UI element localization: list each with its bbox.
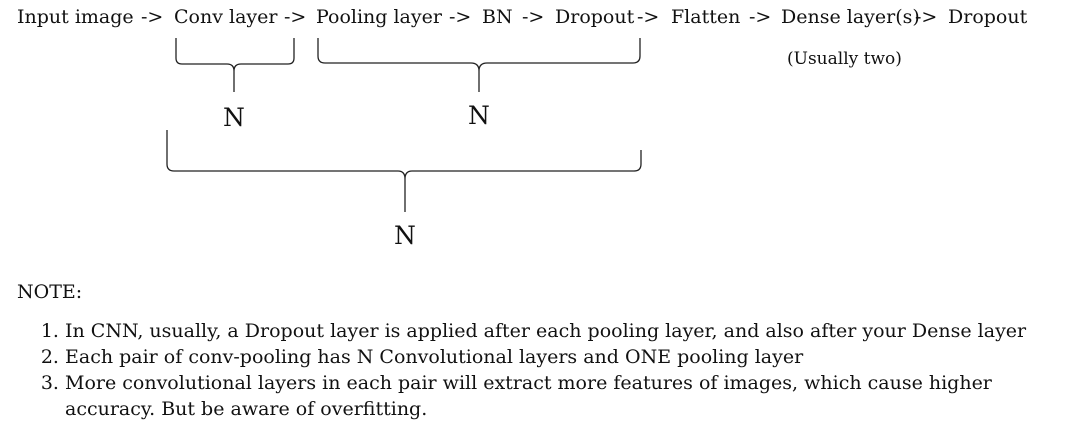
- note-item-3: More convolutional layers in each pair w…: [65, 370, 1071, 422]
- flatten-label: Flatten: [671, 6, 741, 28]
- pooling-layer-label: Pooling layer: [316, 6, 442, 28]
- arrow-4: ->: [522, 6, 545, 28]
- dropout-label-2: Dropout: [948, 6, 1028, 28]
- outer-brace: [166, 130, 642, 212]
- note-heading: NOTE:: [17, 281, 83, 303]
- arrow-1: ->: [141, 6, 164, 28]
- pool-dropout-brace: [317, 38, 641, 92]
- note-list: In CNN, usually, a Dropout layer is appl…: [40, 318, 1071, 422]
- input-image-label: Input image: [17, 6, 134, 28]
- arrow-2: ->: [284, 6, 307, 28]
- conv-brace-n-label: N: [223, 103, 245, 132]
- note-item-1: In CNN, usually, a Dropout layer is appl…: [65, 318, 1071, 344]
- note-item-2: Each pair of conv-pooling has N Convolut…: [65, 344, 1071, 370]
- outer-brace-n-label: N: [394, 221, 416, 250]
- bn-label: BN: [482, 6, 513, 28]
- dropout-label-1: Dropout: [555, 6, 635, 28]
- arrow-6: ->: [749, 6, 772, 28]
- dense-usually-two-note: (Usually two): [787, 49, 902, 69]
- arrow-7: ->: [915, 6, 938, 28]
- pool-brace-n-label: N: [468, 101, 490, 130]
- conv-layer-label: Conv layer: [174, 6, 278, 28]
- conv-brace: [175, 38, 295, 92]
- arrow-5: ->: [637, 6, 660, 28]
- arrow-3: ->: [449, 6, 472, 28]
- dense-layer-label: Dense layer(s): [781, 6, 920, 28]
